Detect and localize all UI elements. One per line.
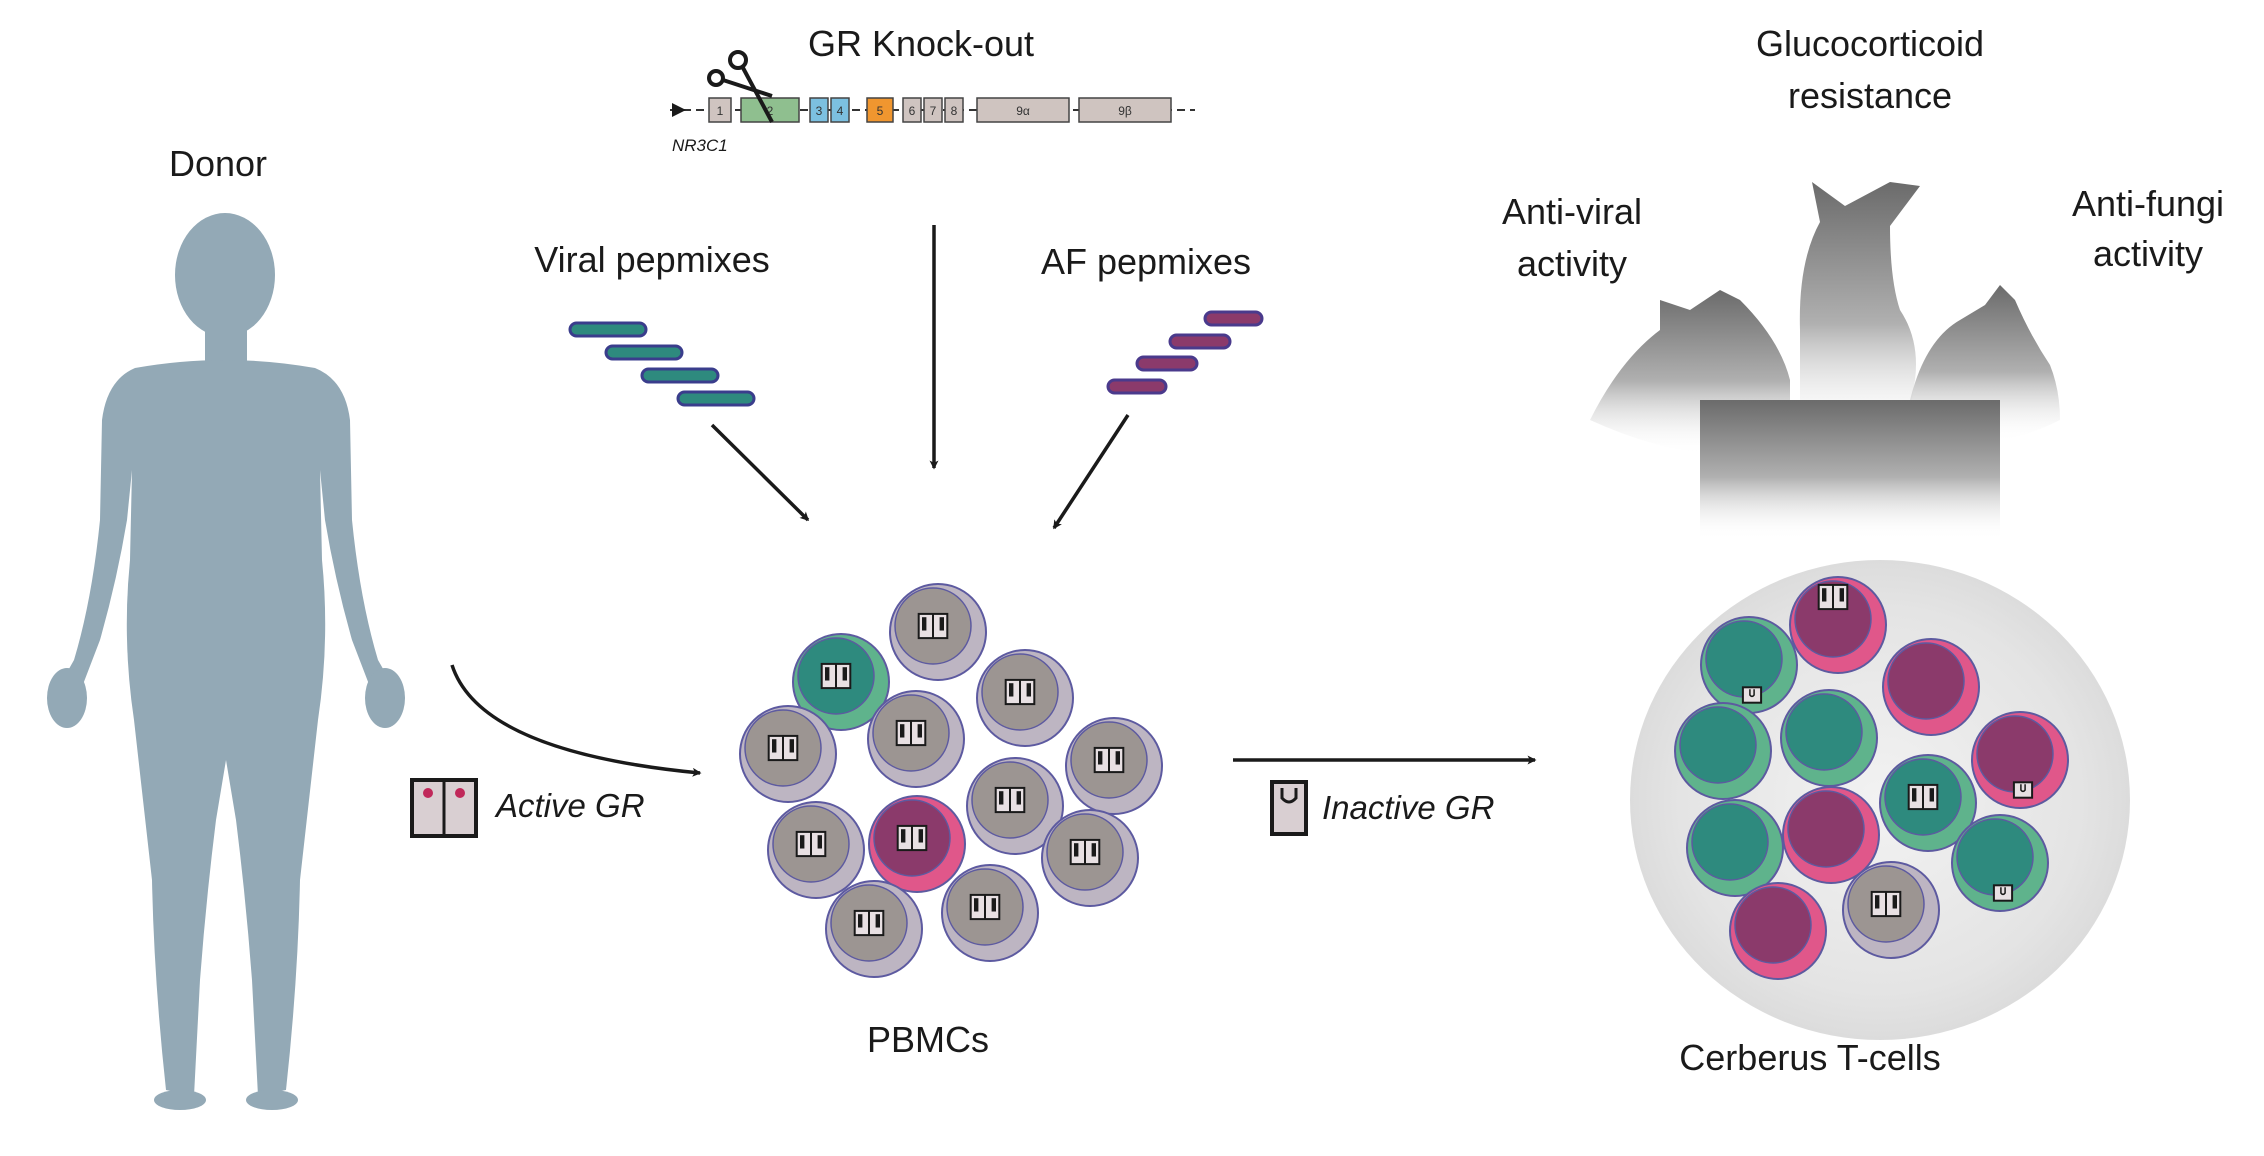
anti-viral-label-line2: activity xyxy=(1516,243,1628,284)
exon-3: 3 xyxy=(809,97,829,123)
glucocorticoid-resistance-label-line1: Glucocorticoid xyxy=(1755,23,1985,64)
svg-text:6: 6 xyxy=(909,104,916,118)
viral-pepmix-bars xyxy=(568,321,756,407)
cerberus-cell-10 xyxy=(1951,814,2049,912)
pbmc-cell-12 xyxy=(825,880,923,978)
viral-pepmix-bar-1 xyxy=(568,321,648,338)
anti-fungi-label-line2: activity xyxy=(2092,233,2204,274)
donor-to-pbmc-arrow xyxy=(450,664,702,777)
pbmc-cell-11 xyxy=(941,864,1039,962)
svg-text:7: 7 xyxy=(930,104,937,118)
viral-pepmix-bar-2 xyxy=(604,344,684,361)
cerberus-cell-12 xyxy=(1729,882,1827,980)
pbmc-cell-7 xyxy=(966,757,1064,855)
pbmc-cell-1 xyxy=(889,583,987,681)
cerberus-cell-11 xyxy=(1842,861,1940,959)
af-arrow xyxy=(1052,414,1130,530)
svg-text:8: 8 xyxy=(951,104,958,118)
cerberus-cell-2 xyxy=(1700,616,1798,714)
cerberus-cell-8 xyxy=(1782,786,1880,884)
pbmc-cell-4 xyxy=(867,690,965,788)
svg-text:4: 4 xyxy=(837,104,844,118)
cerberus-cell-5 xyxy=(1674,702,1772,800)
exon-4: 4 xyxy=(830,97,850,123)
exon-9: 9α xyxy=(976,97,1070,123)
pbmc-cell-9 xyxy=(767,801,865,899)
anti-viral-label-line1: Anti-viral xyxy=(1501,191,1643,232)
cerberus-silhouette xyxy=(1590,182,2060,540)
exon-5: 5 xyxy=(866,97,894,123)
donor-label: Donor xyxy=(168,143,268,184)
svg-text:1: 1 xyxy=(717,104,724,118)
donor-silhouette xyxy=(47,213,405,1110)
pbmc-cell-3 xyxy=(976,649,1074,747)
cerberus-t-cells-label: Cerberus T-cells xyxy=(1679,1037,1941,1078)
active-gr-icon xyxy=(410,778,478,838)
viral-pepmix-bar-4 xyxy=(676,390,756,407)
cerberus-cell-9 xyxy=(1686,799,1784,897)
pbmc-cell-10 xyxy=(1041,809,1139,907)
af-pepmix-bar-3 xyxy=(1135,355,1199,372)
scissors-icon xyxy=(707,50,774,123)
gene-name-label: NR3C1 xyxy=(672,136,728,155)
cerberus-cell-7 xyxy=(1879,754,1977,852)
pbmc-cell-2 xyxy=(792,633,890,731)
viral-pepmixes-label: Viral pepmixes xyxy=(534,239,770,280)
inactive-gr-icon xyxy=(1270,780,1308,836)
inactive-gr-label: Inactive GR xyxy=(1322,789,1495,826)
exon-10: 9β xyxy=(1078,97,1172,123)
pbmcs-label: PBMCs xyxy=(866,1019,990,1060)
glucocorticoid-resistance-label-line2: resistance xyxy=(1787,75,1953,116)
exon-1: 1 xyxy=(708,97,732,123)
pbmc-cell-8 xyxy=(868,795,966,893)
svg-text:9α: 9α xyxy=(1016,104,1030,118)
promoter-arrow-icon xyxy=(672,103,686,117)
af-pepmixes-label: AF pepmixes xyxy=(1040,241,1252,282)
viral-arrow xyxy=(710,423,810,522)
cerberus-cell-3 xyxy=(1882,638,1980,736)
active-gr-label: Active GR xyxy=(496,787,645,824)
viral-pepmix-bar-3 xyxy=(640,367,720,384)
exon-6: 6 xyxy=(902,97,922,123)
exon-8: 8 xyxy=(944,97,964,123)
gr-knockout-label: GR Knock-out xyxy=(807,23,1035,64)
cerberus-cell-6 xyxy=(1971,711,2069,809)
pbmc-cell-6 xyxy=(1065,717,1163,815)
pbmc-cell-5 xyxy=(739,705,837,803)
cerberus-cell-cluster xyxy=(1674,576,2069,980)
anti-fungi-label-line1: Anti-fungi xyxy=(2071,183,2225,224)
svg-text:3: 3 xyxy=(816,104,823,118)
pbmc-cell-cluster xyxy=(739,583,1163,978)
cerberus-cell-1 xyxy=(1789,576,1887,674)
af-pepmix-bar-2 xyxy=(1168,333,1232,350)
exon-7: 7 xyxy=(923,97,943,123)
svg-text:5: 5 xyxy=(877,104,884,118)
af-pepmix-bars xyxy=(1106,310,1264,395)
cerberus-cell-4 xyxy=(1780,689,1878,787)
af-pepmix-bar-1 xyxy=(1203,310,1264,327)
svg-text:9β: 9β xyxy=(1118,104,1132,118)
svg-text:2: 2 xyxy=(767,104,774,118)
af-pepmix-bar-4 xyxy=(1106,378,1168,395)
